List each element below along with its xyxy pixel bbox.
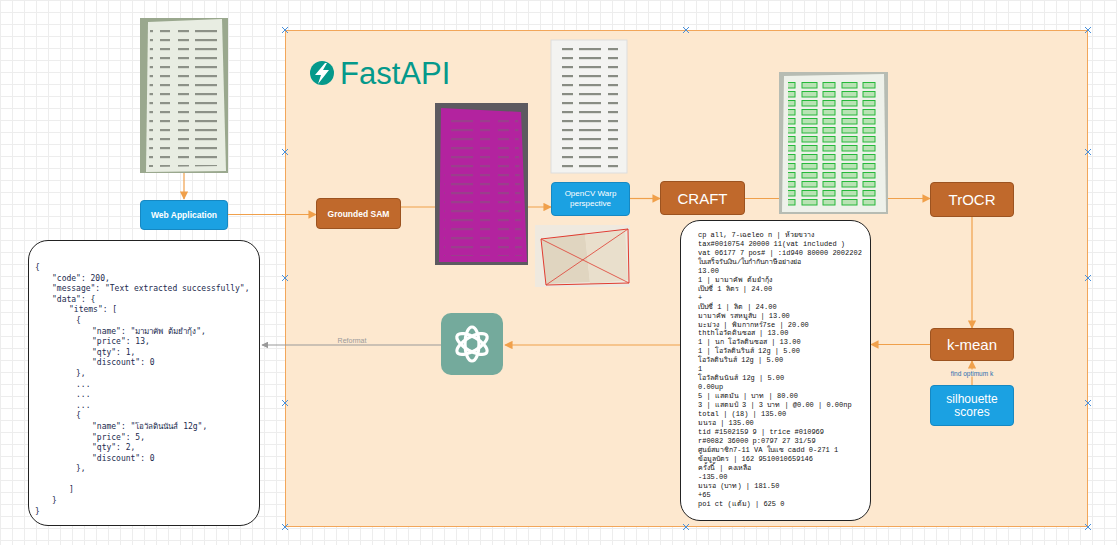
ocr-line: 1: [698, 365, 870, 374]
selection-handles: [282, 27, 1091, 530]
json-line: {: [35, 263, 259, 274]
ocr-line: 13.00: [698, 267, 870, 276]
json-line: ...: [35, 390, 259, 401]
ocr-line: poi ct (แต้ม) | 625 0: [698, 500, 870, 509]
ocr-line: 0.00up: [698, 383, 870, 392]
ocr-line: -135.00: [698, 473, 870, 482]
flow-arrow: [183, 173, 184, 199]
ocr-line: tax#0010754 20000 11(vat included ): [698, 240, 870, 249]
box-label: OpenCV Warp perspective: [552, 189, 629, 209]
ocr-line: โอวัลตินนันส์ 12g | 5.00: [698, 374, 870, 383]
json-line: },: [35, 464, 259, 475]
receipt-print: [149, 25, 223, 167]
receipt-paper: [146, 19, 226, 172]
json-line: "code": 200,: [35, 274, 259, 285]
json-line: "qty": 2,: [35, 443, 259, 454]
process-box: Web Application: [140, 200, 228, 230]
ocr-line: มะม่วง | พิมกากหร์7se | 20.00: [698, 321, 870, 330]
flow-label: Reformat: [338, 337, 367, 344]
ocr-line: 5 | แสตมัน | บาท | 80.00: [698, 392, 870, 401]
ocr-line: +65: [698, 491, 870, 500]
json-output-box: {"code": 200,"message": "Text extracted …: [28, 240, 260, 526]
ocr-line: 1 | โอวัลตินรินส์ 12g | 5.00: [698, 347, 870, 356]
box-label: k-mean: [947, 336, 997, 353]
json-line: "name": "มามาคัพ ต้มยำกุ้ง",: [35, 327, 259, 338]
ocr-line: เป๊ปซี่ 1 | ลิต | 24.00: [698, 303, 870, 312]
flow-arrow: [871, 344, 930, 345]
ocr-line: tid #1502159 9 | trice #010969: [698, 428, 870, 437]
ocr-line: 1 | มามาคัพ ต้มยำกุ้ง: [698, 276, 870, 285]
json-line: "price": 13,: [35, 337, 259, 348]
process-box: OpenCV Warp perspective: [551, 182, 630, 216]
ocr-line: มามาคัพ รสหมูสับ | 13.00: [698, 312, 870, 321]
json-line: }: [35, 507, 259, 518]
flow-arrow: [401, 206, 551, 207]
ocr-line: +: [698, 294, 870, 303]
ocr-line: ข้อมูลบัตร | 162 9510010659146: [698, 455, 870, 464]
flow-arrow: [228, 214, 316, 215]
ocr-line: total | (18) | 135.00: [698, 410, 870, 419]
box-label: Web Application: [151, 210, 217, 220]
ocr-line: ครั้งนี้ | คงเหลือ: [698, 464, 870, 473]
json-line: }: [35, 496, 259, 507]
receipt-photo: [140, 18, 228, 173]
json-line: "items": [: [35, 305, 259, 316]
photo-background: [140, 18, 228, 173]
box-label: CRAFT: [678, 190, 728, 207]
ocr-line: โอวัลตินรินส์ 12g | 5.00: [698, 356, 870, 365]
process-box: TrOCR: [930, 182, 1014, 217]
logo-title: FastAPI: [340, 56, 450, 92]
ocr-line: vat 06177 7 pos# | :id940 80000 2002202: [698, 249, 870, 258]
box-label: Grounded SAM: [328, 209, 390, 219]
json-line: "discount": 0: [35, 358, 259, 369]
ocr-line: ใบเสร็จรับเงิน/ใบกำกับภาษีอย่างย่อ: [698, 258, 870, 267]
ocr-line: 1 | นก โอวัลตินซอส | 13.00: [698, 338, 870, 347]
json-line: "name": "โอวัลตินนันส์ 12g",: [35, 422, 259, 433]
ocr-line: ththโอวัดดินซอส | 13.00: [698, 329, 870, 338]
json-line: "price": 5,: [35, 433, 259, 444]
json-line: {: [35, 316, 259, 327]
flow-arrow: [971, 217, 972, 328]
flow-arrow: [630, 198, 660, 199]
ocr-output-box: cp all, 7-เฉeleo n | ห้วยขวางtax#0010754…: [680, 220, 871, 521]
flow-arrow: [745, 198, 930, 199]
json-line: {: [35, 411, 259, 422]
edge-label: find optimum k: [950, 370, 994, 377]
process-box: k-mean: [930, 328, 1014, 361]
box-label: silhouette scores: [931, 393, 1013, 419]
json-line: "message": "Text extracted successfully"…: [35, 284, 259, 295]
process-box: CRAFT: [660, 181, 745, 215]
process-box: Grounded SAM: [316, 198, 401, 229]
ocr-line: cp all, 7-เฉeleo n | ห้วยขวาง: [698, 231, 870, 240]
json-line: },: [35, 369, 259, 380]
json-line: ]: [35, 485, 259, 496]
json-line: ...: [35, 380, 259, 391]
box-label: TrOCR: [949, 191, 996, 208]
json-line: ...: [35, 401, 259, 412]
ocr-line: r#0082 36000 p:0797 27 31/59: [698, 437, 870, 446]
ocr-line: 3 | แสตมป์ 3 | 3 บาท | @0.00 | 0.00np: [698, 401, 870, 410]
ocr-line: เป๊ปซี่ 1 ลิตร | 24.00: [698, 285, 870, 294]
process-box: silhouette scores: [930, 385, 1014, 426]
ocr-line: มนรอ (บาท) | 181.50: [698, 482, 870, 491]
json-line: "qty": 1,: [35, 348, 259, 359]
ocr-line: ศูนย์สมาชิก7-11 VA ใบแซ cadd 0-271 1: [698, 446, 870, 455]
ocr-line: มนรอ | 135.00: [698, 419, 870, 428]
json-line: "discount": 0: [35, 454, 259, 465]
service-container: FastAPI Grounded SAM OpenCV Warp perspecti…: [285, 30, 1088, 527]
json-line: "data": {: [35, 295, 259, 306]
